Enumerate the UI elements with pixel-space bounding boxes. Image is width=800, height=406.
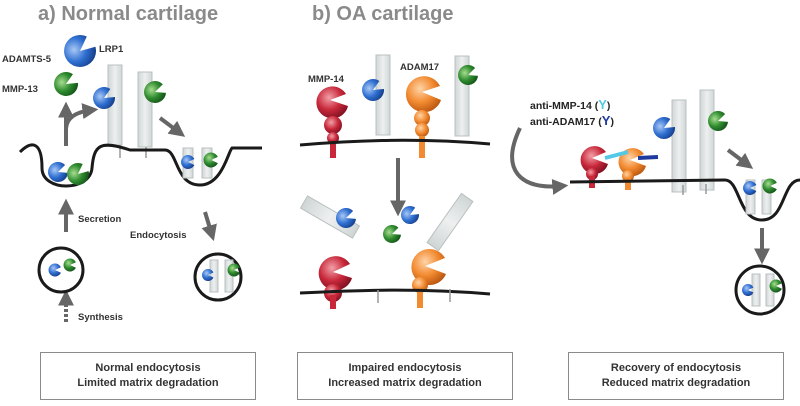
lrp1-label: LRP1 xyxy=(99,44,124,55)
antibody-light-icon: Y xyxy=(598,97,607,112)
lrp1-receptor xyxy=(426,192,474,252)
anti-adam17-label: anti-ADAM17 (Y) xyxy=(530,113,614,128)
panel-b-title: b) OA cartilage xyxy=(312,3,454,25)
summary-recovery: Recovery of endocytosis Reduced matrix d… xyxy=(568,352,784,400)
mmp14-icon xyxy=(580,146,608,188)
mmp13-label: MMP-13 xyxy=(2,84,38,95)
lrp1-receptor xyxy=(299,195,361,239)
arrow-to-pit xyxy=(726,148,754,169)
mmp13-icon xyxy=(762,178,777,194)
mmp14-icon xyxy=(316,86,348,158)
arrow-to-pit xyxy=(158,116,186,137)
summary-oa: Impaired endocytosis Increased matrix de… xyxy=(297,352,513,400)
mmp14-label: MMP-14 xyxy=(308,74,345,85)
summary-normal: Normal endocytosis Limited matrix degrad… xyxy=(40,352,256,400)
cell-membrane xyxy=(18,143,262,188)
endocytosis-arrow xyxy=(201,211,217,242)
adamts5-icon xyxy=(57,29,102,74)
antibody-light xyxy=(604,150,629,160)
arrow-to-lrp1 xyxy=(64,103,99,131)
mmp13-icon xyxy=(49,68,82,101)
adamts5-label: ADAMTS-5 xyxy=(2,54,52,65)
secretion-label: Secretion xyxy=(78,214,121,225)
adamts5-icon xyxy=(397,203,422,228)
mmp14-icon xyxy=(318,256,352,309)
adam17-icon xyxy=(618,148,646,190)
summary-line: Increased matrix degradation xyxy=(328,377,482,389)
adam17-label: ADAM17 xyxy=(400,62,439,73)
anti-mmp14-label: anti-MMP-14 (Y) xyxy=(530,97,610,112)
summary-line: Normal endocytosis xyxy=(95,362,201,374)
adam17-icon xyxy=(411,249,446,308)
cell-membrane xyxy=(299,138,491,147)
mmp13-icon xyxy=(203,152,218,168)
panel-a-title: a) Normal cartilage xyxy=(38,3,218,25)
endocytosis-label: Endocytosis xyxy=(130,230,187,241)
mmp13-icon xyxy=(380,222,403,246)
cell-membrane xyxy=(569,178,800,222)
summary-line: Recovery of endocytosis xyxy=(610,362,742,374)
summary-line: Reduced matrix degradation xyxy=(601,377,751,389)
vesicle xyxy=(37,246,85,294)
lrp1-receptor xyxy=(699,89,715,191)
adam17-icon xyxy=(405,76,441,158)
cell-membrane xyxy=(299,288,491,296)
antibody-dark-icon: Y xyxy=(602,113,611,128)
summary-line: Impaired endocytosis xyxy=(348,362,462,374)
antibody-dark xyxy=(637,155,659,160)
summary-line: Limited matrix degradation xyxy=(77,377,219,389)
synthesis-label: Synthesis xyxy=(78,312,123,323)
lrp1-receptor xyxy=(671,99,687,193)
treatment-arrow xyxy=(510,127,569,195)
